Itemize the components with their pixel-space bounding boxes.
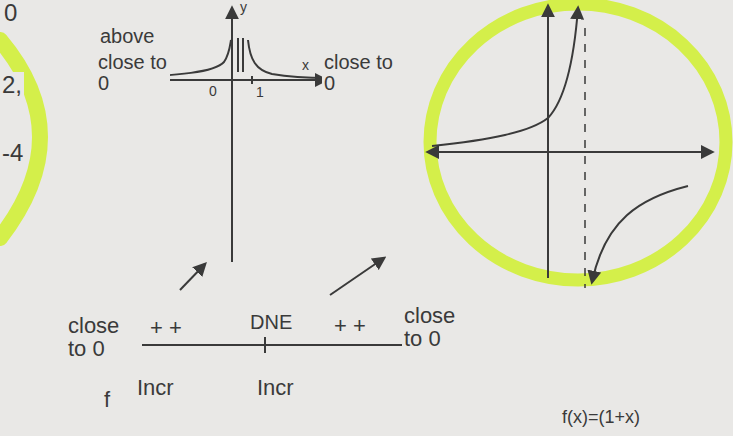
sign-mark: DNE [248, 312, 294, 333]
formula: f(x)=(1+x) [560, 408, 642, 427]
trend-label: Incr [135, 376, 176, 399]
trend-label: Incr [255, 376, 296, 399]
margin-note: -4 [0, 140, 25, 165]
highlight-arc [0, 40, 40, 238]
right-graph [428, 6, 712, 288]
graph-note: close to 0 [322, 52, 396, 94]
function-name: f [102, 388, 112, 411]
highlight-circle [430, 4, 726, 280]
trend-arrows [180, 258, 384, 295]
axis-label: y [238, 0, 249, 15]
sign-chart-note: close to 0 [402, 304, 478, 350]
sign-mark: + + [332, 314, 368, 337]
tick-label: 0 [207, 84, 219, 99]
number-line [110, 337, 405, 353]
graph-note: close to 0 [96, 52, 170, 94]
graph-note: above [98, 26, 157, 47]
tick-label: 1 [254, 85, 266, 100]
sign-mark: + + [148, 316, 184, 339]
margin-note: 2, [0, 72, 24, 97]
page-number: 0 [2, 0, 19, 25]
axis-label: x [300, 58, 311, 73]
sign-chart-note: close to 0 [66, 314, 142, 360]
